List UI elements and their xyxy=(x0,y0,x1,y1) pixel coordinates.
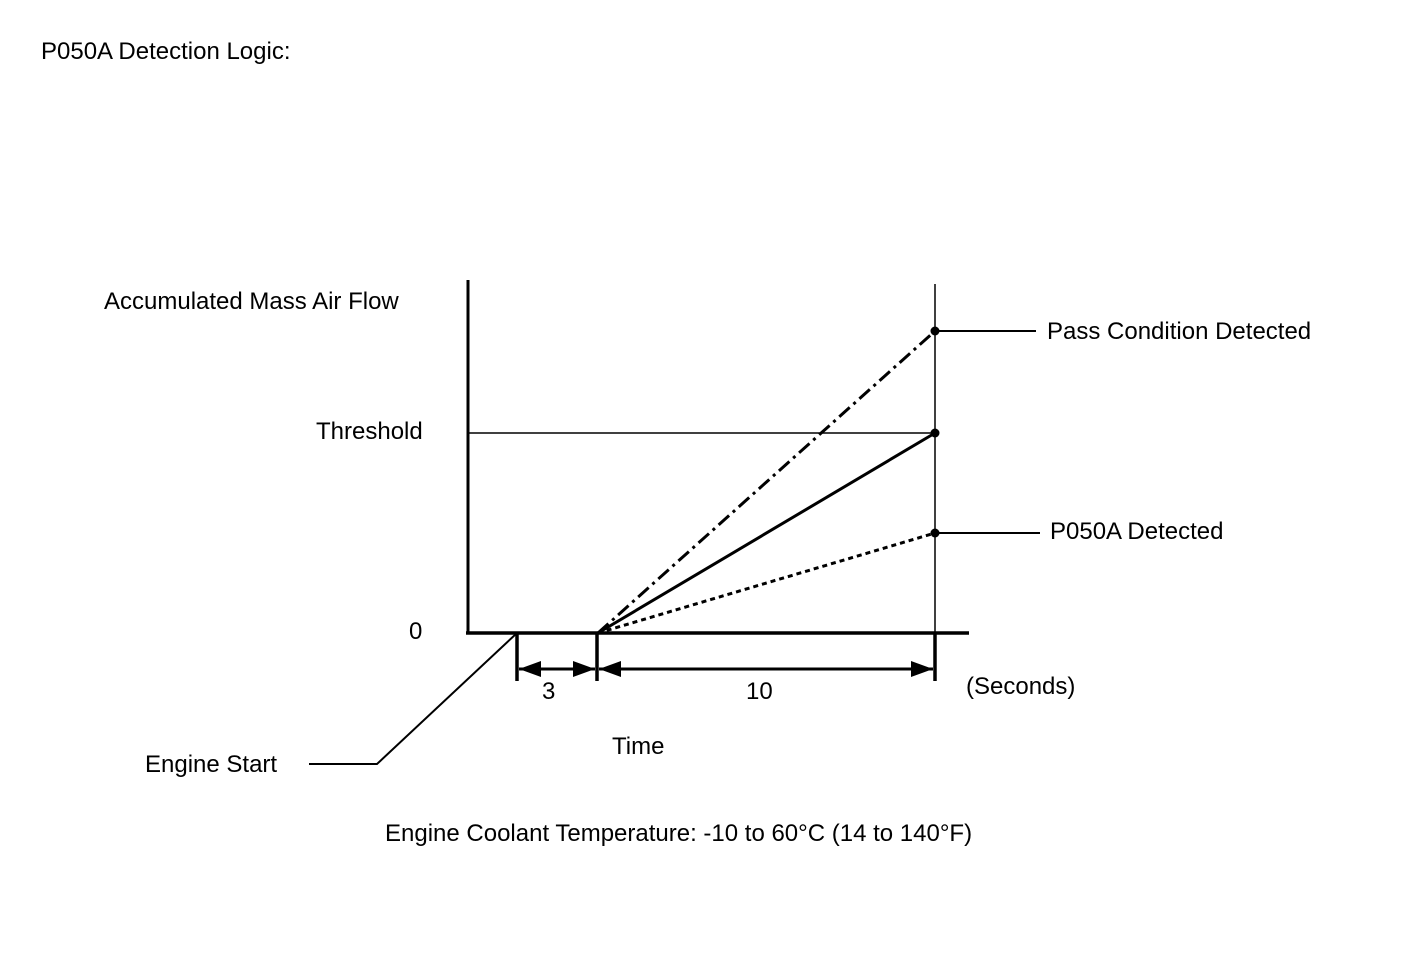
x-axis-label: Time xyxy=(612,733,665,760)
diagram-title: P050A Detection Logic: xyxy=(41,38,291,65)
zero-label: 0 xyxy=(409,618,423,645)
threshold-ramp-line xyxy=(597,431,936,635)
coolant-condition-note: Engine Coolant Temperature: -10 to 60°C … xyxy=(385,820,973,847)
pass-condition-label: Pass Condition Detected xyxy=(1047,318,1312,345)
interval-3-label: 3 xyxy=(542,678,556,705)
engine-start-label: Engine Start xyxy=(145,751,278,778)
y-axis-label: Accumulated Mass Air Flow xyxy=(104,288,399,315)
pass-line xyxy=(596,329,937,635)
dim-3-arrow-left xyxy=(519,661,541,677)
p050a-detected-label: P050A Detected xyxy=(1050,518,1224,545)
threshold-point xyxy=(930,428,940,438)
engine-start-leader xyxy=(309,632,518,765)
dim-3-arrow-right xyxy=(573,661,595,677)
p050a-line xyxy=(597,531,936,635)
threshold-label: Threshold xyxy=(316,418,423,445)
dim-10-arrow-left xyxy=(599,661,621,677)
seconds-unit-label: (Seconds) xyxy=(966,673,1076,700)
interval-10-label: 10 xyxy=(746,678,773,705)
dim-10-arrow-right xyxy=(911,661,933,677)
